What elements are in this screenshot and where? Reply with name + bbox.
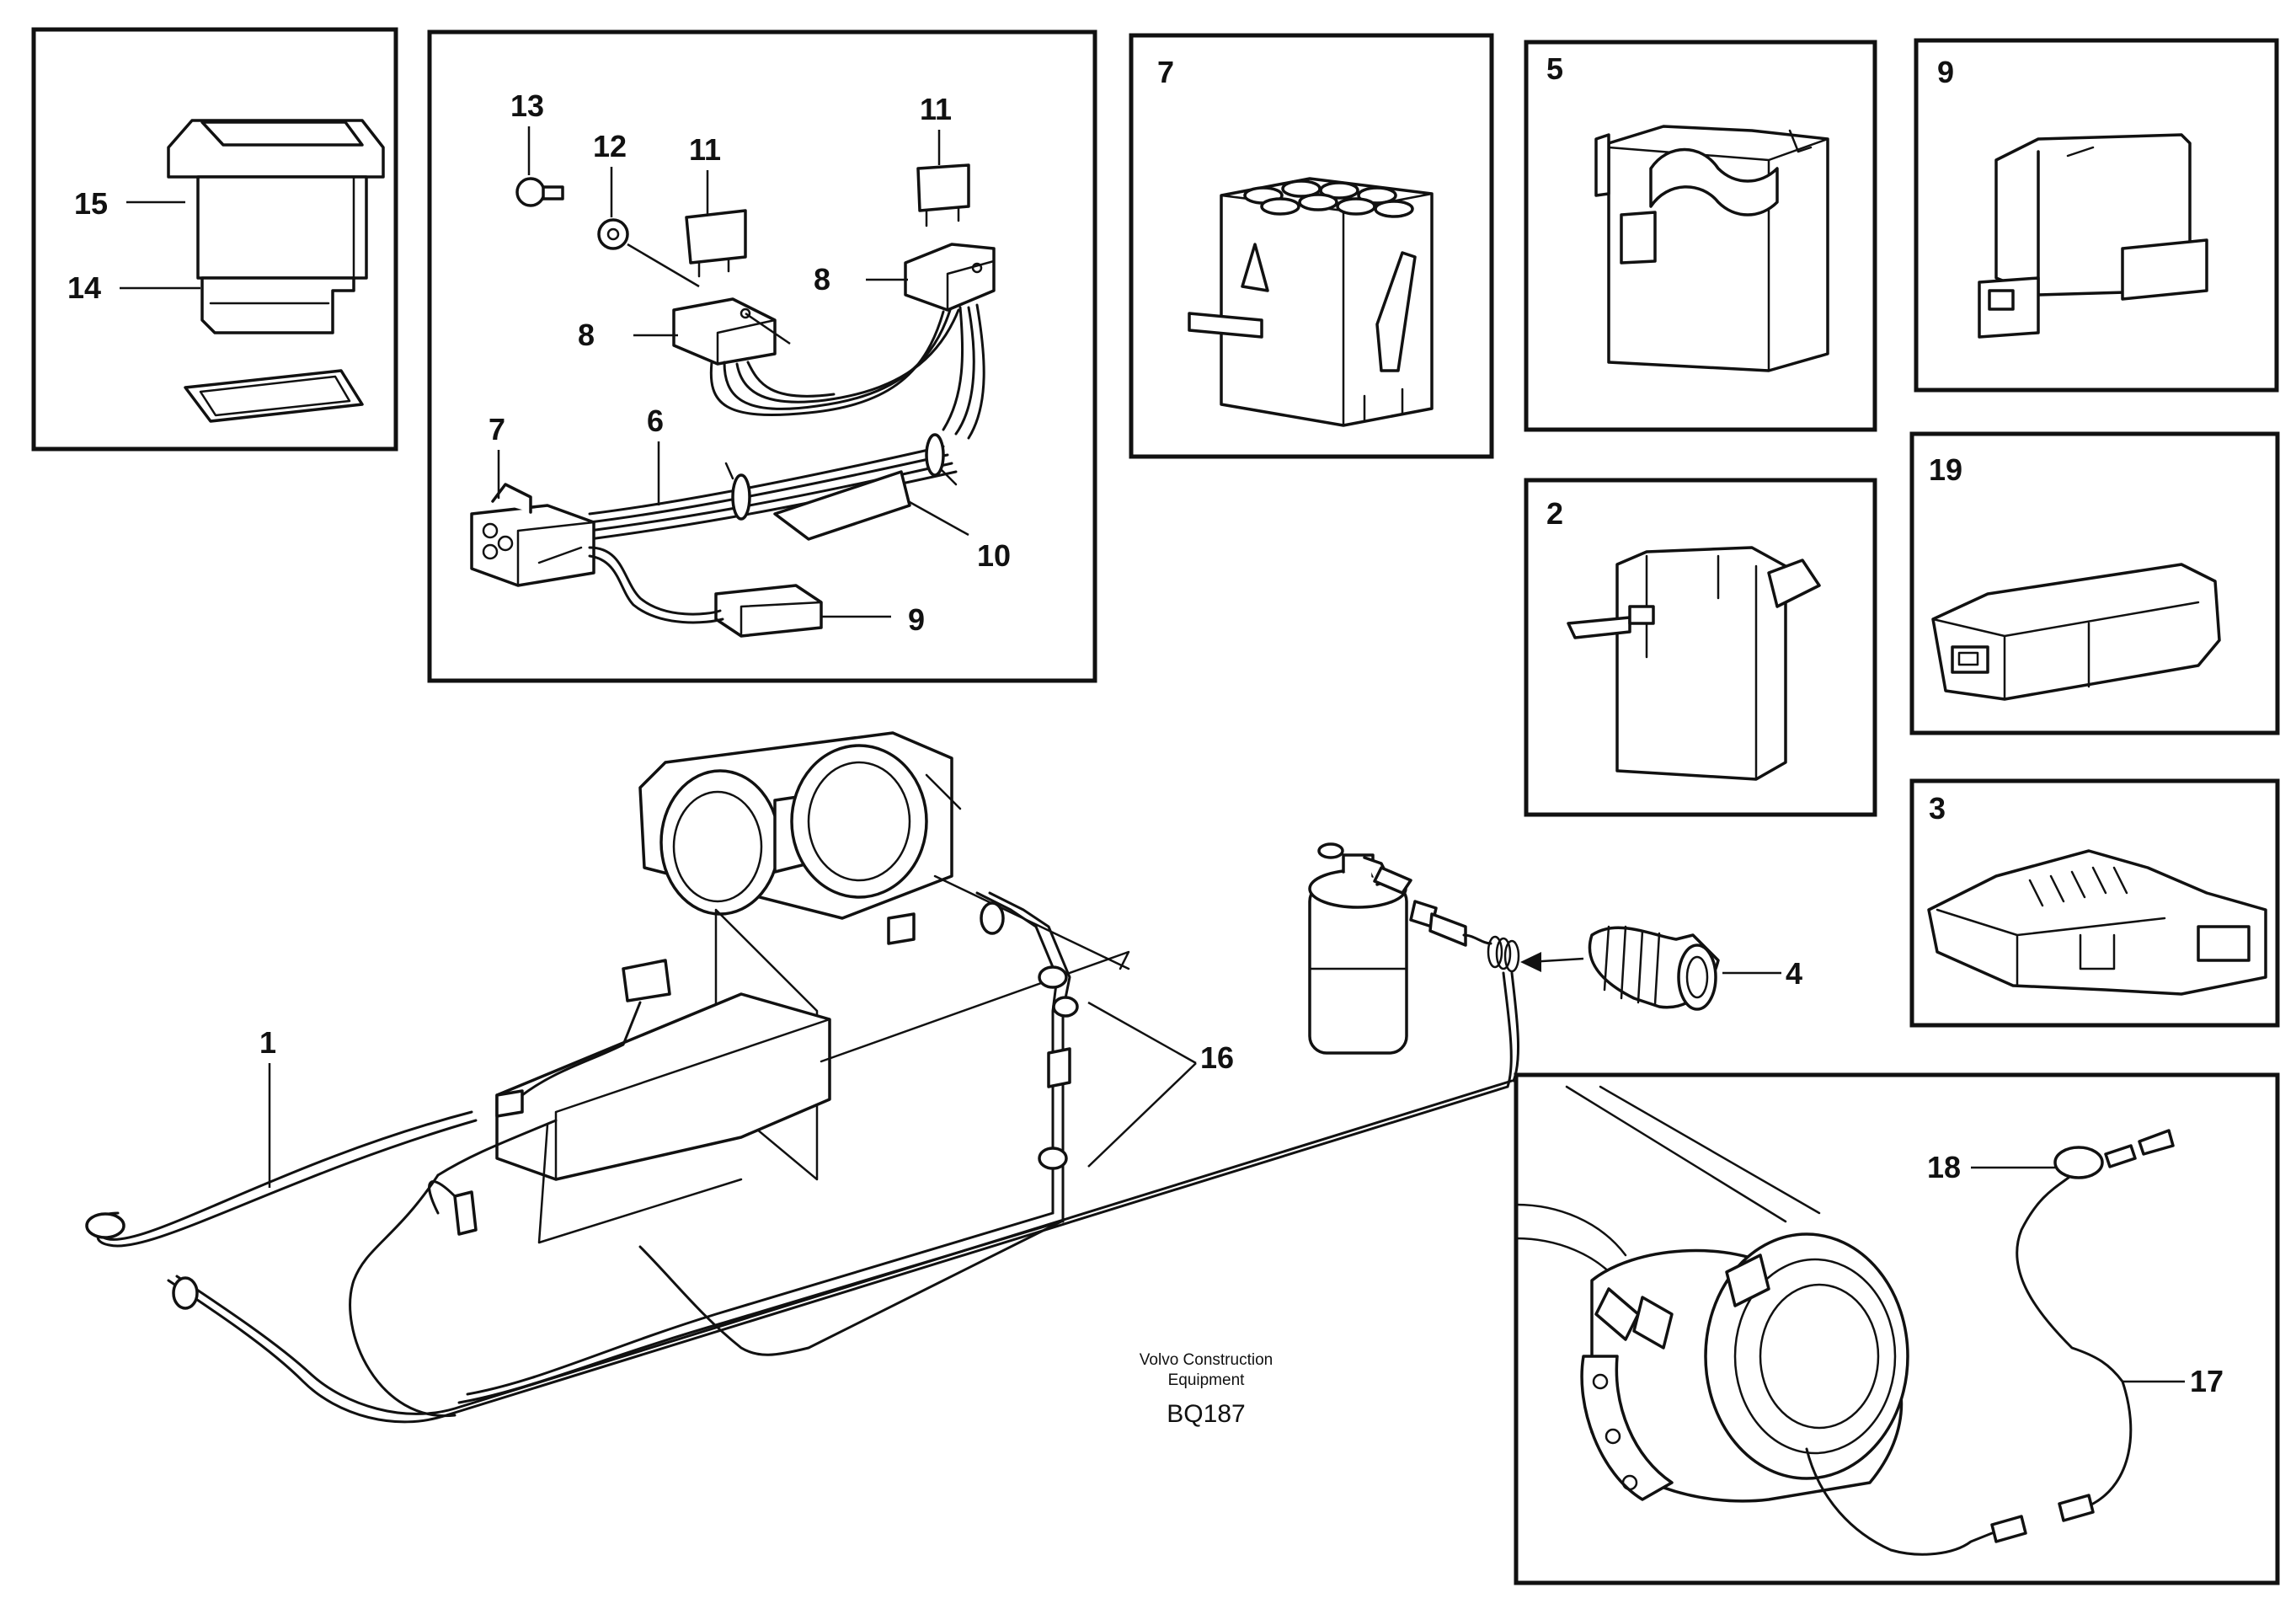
pressure-switch <box>1409 900 1520 973</box>
callout-7: 7 <box>489 412 505 446</box>
cable-clips <box>980 901 1079 1170</box>
panel-label-2: 2 <box>1546 496 1563 531</box>
main-assembly: 1 16 4 <box>85 731 1802 1424</box>
panel-relay-harness: 13 12 11 11 8 8 7 6 10 9 <box>427 29 1097 683</box>
panel-connector-2: 2 <box>1524 478 1877 817</box>
callout-4: 4 <box>1786 956 1802 991</box>
credit-line-2: Equipment <box>1168 1371 1246 1389</box>
panel-label-3: 3 <box>1929 791 1946 826</box>
diagram-code: BQ187 <box>1167 1400 1245 1428</box>
relay-socket-left <box>672 297 777 366</box>
callout-11a: 11 <box>689 132 721 167</box>
panel-connector-7: 7 <box>1129 33 1494 459</box>
callout-16: 16 <box>1200 1040 1234 1075</box>
connector-5-detail <box>1594 125 1829 372</box>
connector-2-detail <box>1567 546 1821 781</box>
inline-connectors <box>453 912 1071 1236</box>
connector-3-detail <box>1927 849 2267 996</box>
relay-left <box>685 209 747 278</box>
callout-14: 14 <box>67 270 101 305</box>
panel-switch: 15 14 <box>31 27 398 452</box>
callout-1: 1 <box>259 1025 276 1060</box>
cable-tie <box>724 462 751 521</box>
panel-connector-3: 3 <box>1909 778 2280 1028</box>
callout-8a: 8 <box>578 318 595 352</box>
callout-15: 15 <box>74 186 108 221</box>
screw <box>515 177 564 207</box>
callout-18: 18 <box>1927 1150 1961 1184</box>
credit-line-1: Volvo Construction <box>1140 1351 1273 1369</box>
panel-connector-5: 5 <box>1524 40 1877 432</box>
panel-connector-19: 19 <box>1909 431 2280 735</box>
blower-fan <box>638 731 962 920</box>
callout-12: 12 <box>593 129 627 163</box>
callout-6: 6 <box>647 404 664 438</box>
relay-socket-right <box>904 243 996 312</box>
callout-10: 10 <box>977 538 1011 573</box>
washer <box>597 218 629 250</box>
panel-connector-9: 9 <box>1914 38 2279 393</box>
compressor <box>1514 1085 1909 1503</box>
panel-label-7: 7 <box>1157 55 1174 89</box>
callout-8b: 8 <box>814 262 830 297</box>
panel-label-19: 19 <box>1929 452 1962 487</box>
panel-label-5: 5 <box>1546 51 1563 86</box>
panel-label-9: 9 <box>1937 55 1954 89</box>
cable-tie-right <box>925 433 958 486</box>
callout-11b: 11 <box>920 92 952 126</box>
rocker-switch <box>167 119 385 423</box>
heater-box <box>495 874 1130 1244</box>
connector-9 <box>714 584 823 638</box>
connector-19-detail <box>1931 563 2221 701</box>
callout-13: 13 <box>510 88 544 123</box>
relay-right <box>916 163 970 227</box>
connector-7-detail <box>1188 177 1434 427</box>
callout-17: 17 <box>2190 1364 2224 1398</box>
rubber-boot <box>1588 925 1720 1011</box>
connector-9-detail <box>1978 133 2208 339</box>
connector-7 <box>470 483 595 587</box>
diagram-credit: Volvo Construction Equipment BQ187 <box>1140 1351 1273 1428</box>
receiver-drier <box>1308 842 1412 1055</box>
callout-9: 9 <box>908 602 925 637</box>
panel-compressor: 18 17 <box>1514 1072 2280 1585</box>
